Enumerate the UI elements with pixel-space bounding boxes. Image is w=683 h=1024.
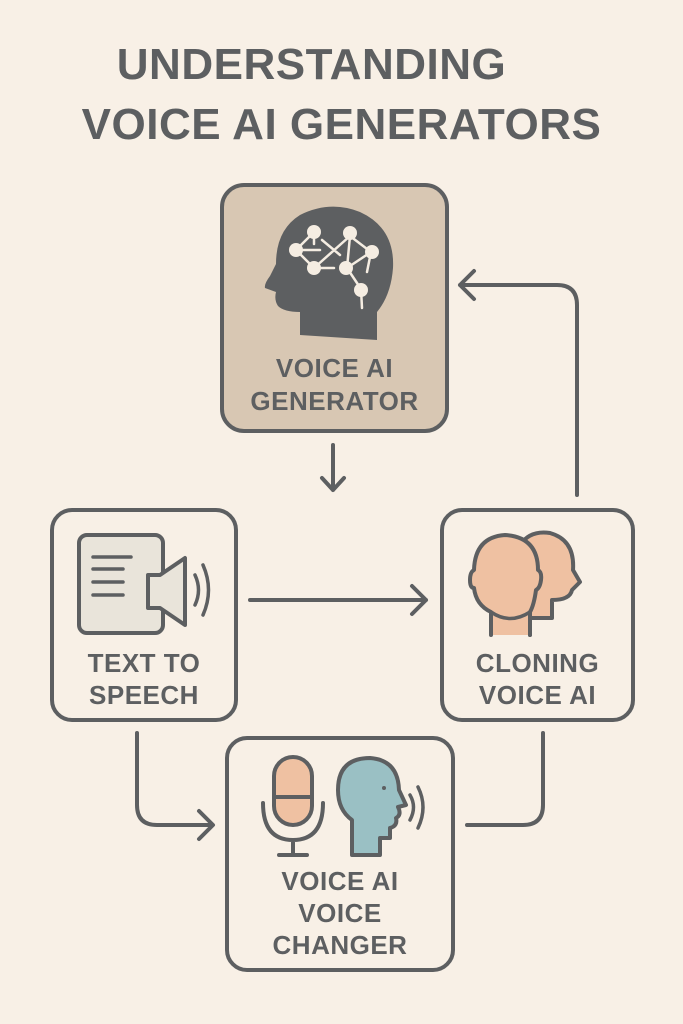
changer-label-line-2: VOICE [298,898,382,928]
changer-label-line-3: CHANGER [272,930,408,960]
changer-label-line-1: VOICE AI [281,866,399,896]
arrow-generator-to-tts [320,443,346,492]
arrow-cloning-to-generator [458,269,579,497]
connector-changer-to-cloning [465,731,545,827]
title-line-2: VOICE AI GENERATORS [81,100,602,149]
twin-heads-icon [468,530,582,637]
tts-label-line-1: TEXT TO [87,648,201,678]
brain-network-head-icon [264,206,394,340]
cloning-box [440,508,635,722]
arrow-tts-to-changer [135,731,215,841]
changer-box [225,736,455,972]
tts-label-line-2: SPEECH [89,680,199,710]
cloning-label-line-1: CLONING [475,648,600,678]
title-line-1: UNDERSTANDING [116,40,507,89]
generator-label-line-1: VOICE AI [275,353,394,383]
cloning-label-line-2: VOICE AI [478,680,597,710]
generator-label-line-2: GENERATOR [250,386,419,416]
microphone-speaking-head-icon [261,755,425,857]
tts-box [50,508,238,722]
document-speaker-icon [77,533,211,635]
arrow-tts-to-cloning [248,584,428,616]
